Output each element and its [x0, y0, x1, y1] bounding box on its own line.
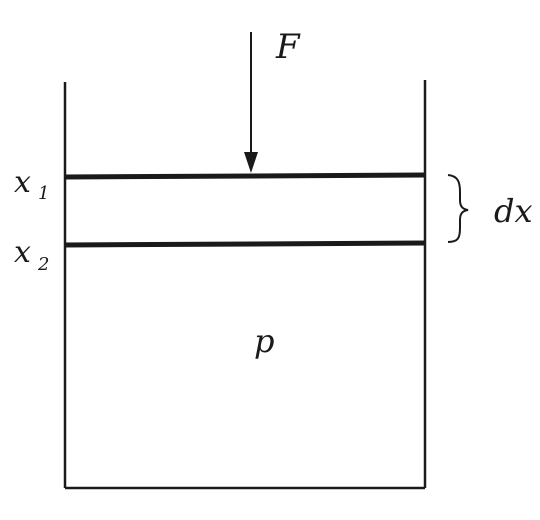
x1-subscript: 1 — [38, 183, 49, 204]
x2-label: x — [14, 235, 31, 270]
dx-brace — [447, 174, 469, 243]
x1-label: x — [14, 165, 31, 200]
force-label: F — [275, 27, 301, 67]
piston-line-x1 — [63, 172, 427, 180]
pressure-label: p — [254, 322, 274, 360]
piston-line-x2 — [63, 240, 427, 248]
x2-subscript: 2 — [37, 254, 49, 275]
force-arrow-head — [244, 152, 258, 173]
dx-label: dx — [494, 192, 533, 230]
